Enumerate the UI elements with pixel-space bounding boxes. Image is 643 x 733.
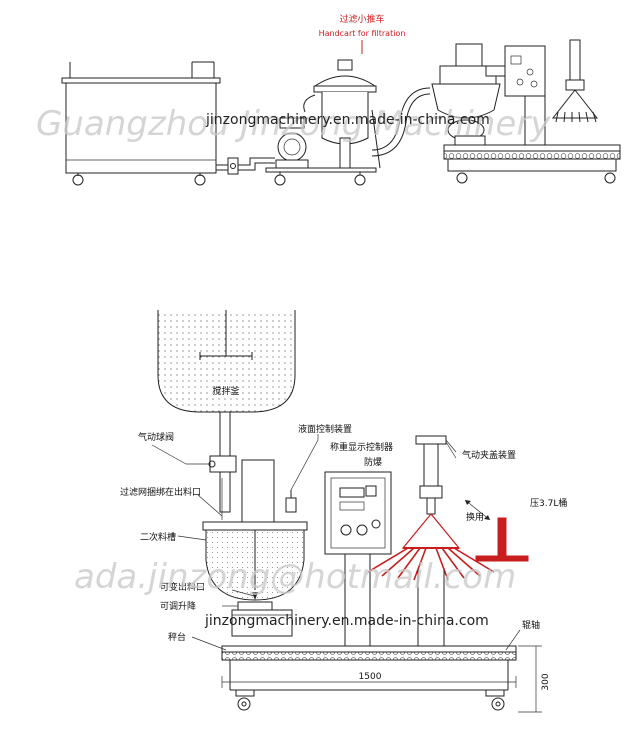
handcart — [265, 109, 381, 186]
watermark-made-in-china-top: jinzongmachinery.en.made-in-china.com — [205, 112, 490, 128]
filling-machine-top — [431, 43, 621, 184]
handcart-label-en: Handcart for filtration — [319, 29, 406, 38]
mixer-kettle: 搅拌釜 — [157, 310, 296, 413]
watermark-made-in-china-bottom: jinzongmachinery.en.made-in-china.com — [204, 613, 489, 629]
ball-valve — [186, 411, 237, 520]
filter-mesh-label: 过滤网捆绑在出料口 — [120, 486, 201, 498]
ball-valve-label: 气动球阀 — [138, 431, 174, 443]
filter-vessel — [303, 59, 377, 169]
scale-platform-label: 秤台 — [168, 631, 186, 643]
weight-controller-box — [324, 471, 392, 646]
level-control-label: 液面控制装置 — [298, 423, 352, 435]
weight-controller-label: 称重显示控制器 — [330, 441, 393, 453]
outlet-pipe — [216, 157, 275, 175]
dimension-height-label: 300 — [541, 673, 551, 690]
barrel-tool: 压3.7L桶 — [475, 497, 567, 562]
top-diagram: 过滤小推车 Handcart for filtration — [61, 13, 621, 186]
clamp-device-top — [551, 39, 599, 123]
pneumatic-clamp-label: 气动夹盖装置 — [462, 449, 516, 461]
swap-arrow: 换用 — [464, 499, 491, 523]
watermark-company-top: Guangzhou Jinzong Machinery — [36, 104, 551, 144]
variable-outlet-label: 可变出料口 — [160, 581, 205, 593]
roller-label: 辊轴 — [522, 619, 540, 631]
secondary-tank-label: 二次料槽 — [140, 531, 176, 543]
transfer-hose — [371, 87, 431, 157]
level-control-column — [241, 439, 319, 523]
handcart-label-cn: 过滤小推车 — [339, 13, 384, 25]
swap-label: 换用 — [466, 511, 484, 523]
dimension-length-label: 1500 — [359, 672, 382, 682]
bottom-diagram: 搅拌釜 — [120, 310, 567, 713]
bucket — [231, 609, 293, 637]
diaphragm-pump — [275, 117, 309, 169]
adjustable-lift-label: 可调升降 — [160, 600, 196, 612]
barrel-label: 压3.7L桶 — [530, 497, 567, 509]
explosion-proof-label: 防爆 — [364, 456, 382, 468]
secondary-tank — [202, 521, 308, 611]
dimension-length: 1500 — [221, 672, 517, 688]
mixer-label: 搅拌釜 — [212, 385, 239, 397]
storage-tank — [61, 61, 221, 186]
dimension-height: 300 — [518, 645, 551, 713]
pneumatic-clamp — [367, 435, 495, 646]
leader-lines — [151, 434, 521, 651]
watermark-email-bottom: ada.jinzong@hotmail.com — [74, 557, 516, 597]
scale-platform — [221, 645, 517, 711]
